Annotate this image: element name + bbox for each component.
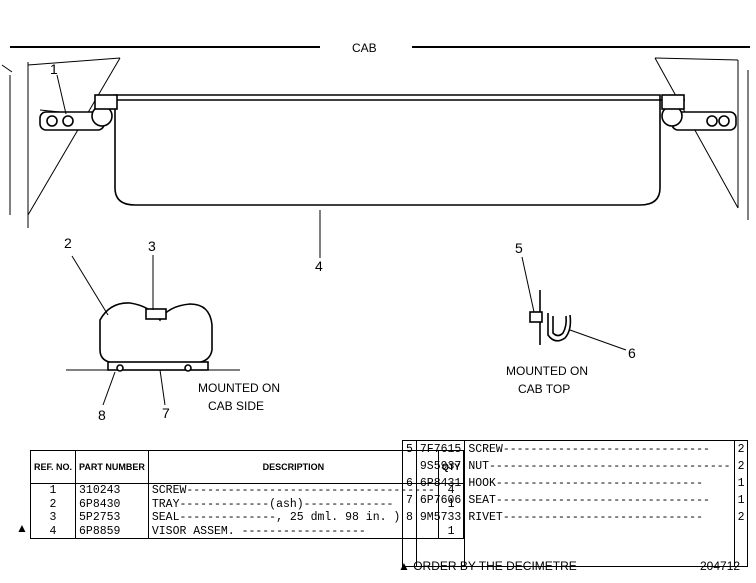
ref-no: 6 xyxy=(402,475,417,492)
parts-table-left: REF. NO. PART NUMBER DESCRIPTION QTY 1 3… xyxy=(30,450,465,539)
quantity: 1 xyxy=(737,477,745,490)
quantity: 2 xyxy=(737,443,745,456)
caption-cab-side-line2: CAB SIDE xyxy=(208,399,264,413)
callout-2: 2 xyxy=(64,235,72,251)
part-number: 6P8431 xyxy=(416,475,466,492)
table-row: 5 7F7615 SCREW--------------------------… xyxy=(402,440,748,458)
callout-4: 4 xyxy=(315,258,323,274)
header-ref-no: REF. NO. xyxy=(30,450,77,484)
illustration-number: 204712 xyxy=(700,559,741,573)
ref-no: 5 xyxy=(402,440,417,458)
caption-cab-top-line2: CAB TOP xyxy=(518,382,570,396)
ref-no: 2 xyxy=(30,497,77,511)
callout-3: 3 xyxy=(148,238,156,254)
leader-lines xyxy=(56,74,627,406)
header-part-number: PART NUMBER xyxy=(75,450,149,484)
table-header-row: REF. NO. PART NUMBER DESCRIPTION QTY xyxy=(30,450,464,484)
table-row: 4 6P8859 VISOR ASSEM. ------------------… xyxy=(30,524,464,539)
part-number: 6P7606 xyxy=(416,492,466,509)
callout-1: 1 xyxy=(50,61,58,77)
table-row: 1 310243 SCREW--------------------------… xyxy=(30,483,464,498)
cab-frame-left xyxy=(1,57,121,228)
quantity: 2 xyxy=(737,511,745,524)
decimetre-marker: ▲ xyxy=(16,521,28,535)
ref-no: 1 xyxy=(30,483,77,498)
ash-tray xyxy=(66,302,240,372)
parts-table-right: 5 7F7615 SCREW--------------------------… xyxy=(402,440,749,567)
header-description: DESCRIPTION xyxy=(148,450,439,484)
hook-assembly xyxy=(529,290,572,345)
table-row: 2 6P8430 TRAY-------------(ash)---------… xyxy=(30,497,464,511)
quantity: 2 xyxy=(737,460,745,473)
part-number: 7F7615 xyxy=(416,440,466,458)
part-number: 9S5937 xyxy=(416,458,466,475)
part-number: 5P2753 xyxy=(75,511,149,525)
description: TRAY-------------(ash)------------- xyxy=(148,497,439,511)
visor-assembly xyxy=(39,94,737,206)
table-row: 8 9M5733 RIVET--------------------------… xyxy=(402,509,748,526)
description: VISOR ASSEM. ------------------ xyxy=(148,524,439,539)
ref-no: 4 xyxy=(30,524,77,539)
part-number: 9M5733 xyxy=(416,509,466,526)
table-row: 7 6P7606 SEAT---------------------------… xyxy=(402,492,748,509)
quantity: 1 xyxy=(737,494,745,507)
caption-cab-top-line1: MOUNTED ON xyxy=(506,364,588,378)
part-number: 6P8859 xyxy=(75,524,149,539)
ref-no: 8 xyxy=(402,509,417,526)
caption-cab-side-line1: MOUNTED ON xyxy=(198,381,280,395)
table-row: 9S5937 NUT------------------------------… xyxy=(402,458,748,475)
description: RIVET----------------------------- xyxy=(464,509,735,526)
callout-5: 5 xyxy=(515,240,523,256)
description: SEAT------------------------------- xyxy=(464,492,735,509)
footer-note: ▲ ORDER BY THE DECIMETRE xyxy=(398,559,577,573)
part-number: 310243 xyxy=(75,483,149,498)
description: NUT----------------------------------- xyxy=(464,458,735,475)
callout-7: 7 xyxy=(162,405,170,421)
table-row: 6 6P8431 HOOK---------------------------… xyxy=(402,475,748,492)
description: SCREW-----------------------------------… xyxy=(148,483,439,498)
callout-8: 8 xyxy=(98,407,106,423)
part-number: 6P8430 xyxy=(75,497,149,511)
ref-no: 7 xyxy=(402,492,417,509)
description: SCREW------------------------------ xyxy=(464,440,735,458)
callout-6: 6 xyxy=(628,345,636,361)
ref-no xyxy=(402,458,417,475)
table-row: 3 5P2753 SEAL--------------, 25 dml. 98 … xyxy=(30,511,464,525)
cab-frame-right xyxy=(654,57,749,220)
description: HOOK------------------------------ xyxy=(464,475,735,492)
ref-no: 3 xyxy=(30,511,77,525)
description: SEAL--------------, 25 dml. 98 in. ) xyxy=(148,511,439,525)
cab-label: CAB xyxy=(352,41,377,55)
table-filler-row xyxy=(402,526,748,567)
